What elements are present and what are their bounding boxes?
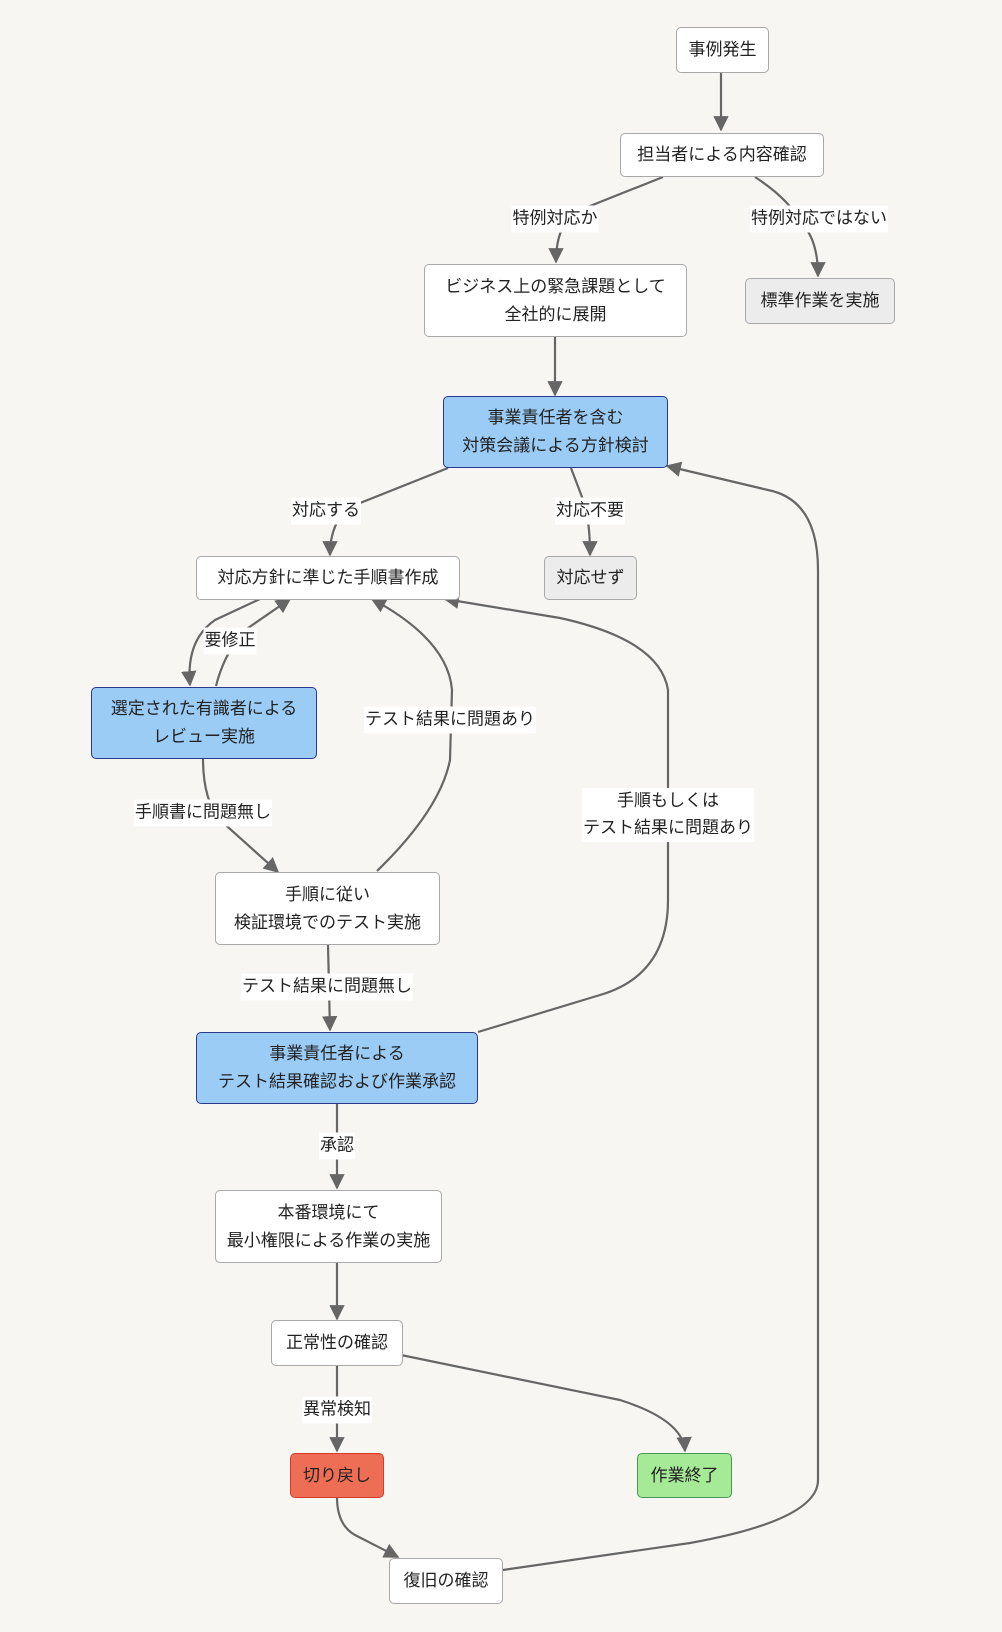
edge-label-approved: 承認: [319, 1132, 355, 1160]
edge-label-anomaly: 異常検知: [302, 1396, 372, 1424]
edge-label-respond: 対応する: [291, 497, 361, 525]
edge-health-done: [400, 1353, 692, 1453]
node-standard-work[interactable]: 標準作業を実施: [745, 278, 895, 324]
edge-label-not-special: 特例対応ではない: [750, 205, 888, 233]
node-expert-review[interactable]: 選定された有識者による レビュー実施: [91, 687, 317, 759]
node-procedure-creation[interactable]: 対応方針に準じた手順書作成: [196, 556, 460, 600]
edge-label-special-case: 特例対応か: [511, 205, 599, 233]
edge-label-test-ok: テスト結果に問題無し: [241, 973, 413, 1001]
node-production-work[interactable]: 本番環境にて 最小権限による作業の実施: [215, 1190, 442, 1263]
node-rollback[interactable]: 切り戻し: [290, 1453, 384, 1498]
edge-approve-procedure: [443, 593, 670, 1034]
edge-label-test-issue: テスト結果に問題あり: [364, 706, 536, 734]
node-owner-approval[interactable]: 事業責任者による テスト結果確認および作業承認: [196, 1032, 478, 1104]
node-recovery-check[interactable]: 復旧の確認: [389, 1558, 503, 1604]
node-no-action[interactable]: 対応せず: [544, 556, 637, 600]
node-company-expansion[interactable]: ビジネス上の緊急課題として 全社的に展開: [424, 264, 687, 337]
node-content-check[interactable]: 担当者による内容確認: [620, 133, 824, 177]
edge-procedure-review: [181, 598, 261, 687]
edge-rollback-recover: [335, 1496, 400, 1558]
edge-test-procedure: [370, 598, 454, 872]
node-incident-occurred[interactable]: 事例発生: [676, 27, 769, 73]
node-health-check[interactable]: 正常性の確認: [271, 1320, 403, 1366]
edge-label-not-needed: 対応不要: [555, 497, 625, 525]
node-work-complete[interactable]: 作業終了: [637, 1453, 732, 1498]
edge-recover-meeting: [502, 461, 820, 1572]
node-policy-meeting[interactable]: 事業責任者を含む 対策会議による方針検討: [443, 396, 668, 468]
edge-label-needs-fix: 要修正: [203, 627, 257, 655]
node-staging-test[interactable]: 手順に従い 検証環境でのテスト実施: [215, 872, 440, 945]
edge-label-procedure-ok: 手順書に問題無し: [134, 799, 272, 827]
edge-label-procedure-or-test-issue: 手順もしくは テスト結果に問題あり: [582, 788, 754, 842]
